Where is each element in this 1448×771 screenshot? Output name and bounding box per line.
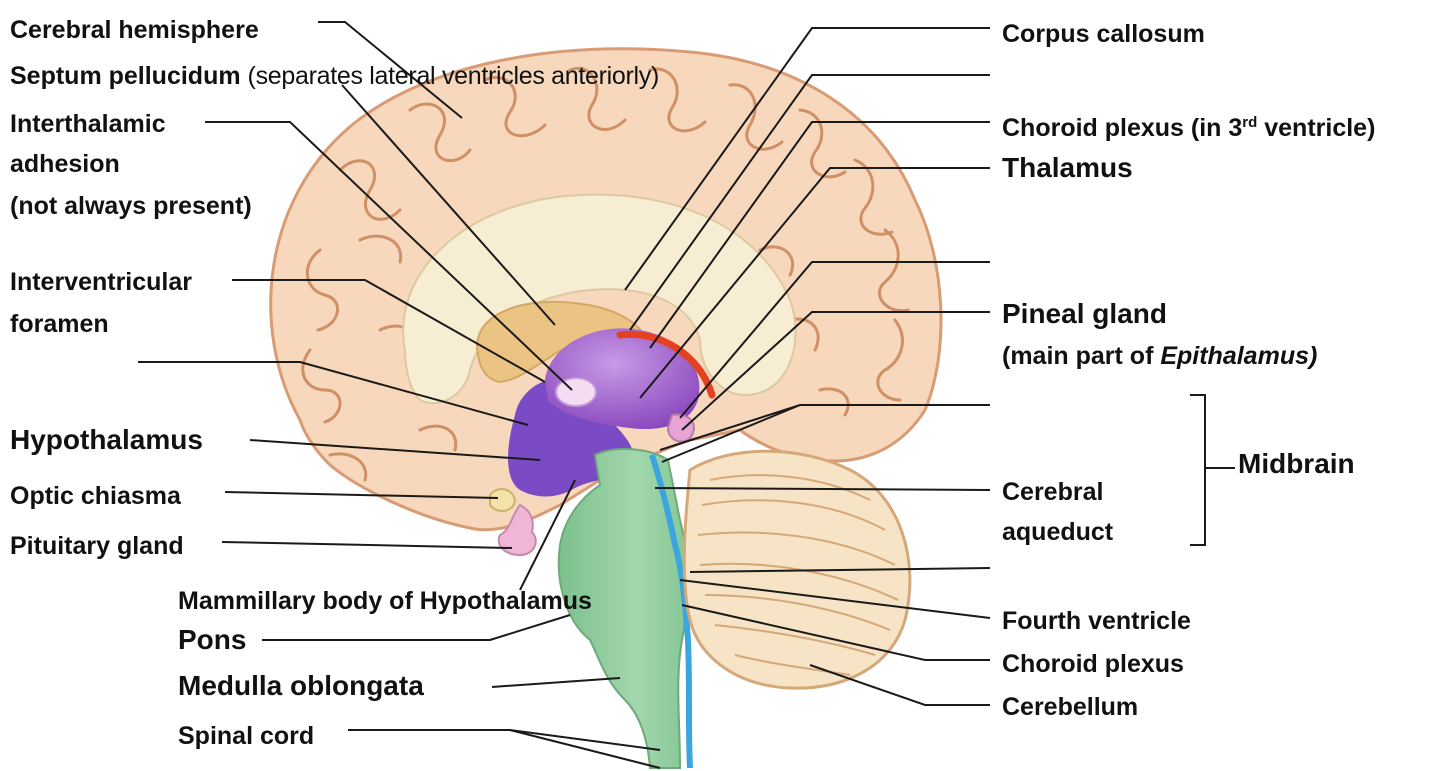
leader-spinal-cord-b [510,730,660,768]
label-interthalamic-line3: (not always present) [10,192,252,220]
pineal-note-italic: Epithalamus [1160,342,1309,370]
label-pineal-note: (main part of Epithalamus) [1002,342,1317,370]
label-corpus-callosum: Corpus callosum [1002,20,1205,48]
choroid-plexus-3rd-text-b: ventricle) [1257,114,1375,142]
label-cerebral-hemisphere: Cerebral hemisphere [10,16,259,44]
label-cerebellum: Cerebellum [1002,693,1138,721]
leader-pons [262,615,570,640]
label-fourth-ventricle: Fourth ventricle [1002,607,1191,635]
optic-chiasma-shape [490,489,515,511]
label-septum-pellucidum: Septum pellucidum (separates lateral ven… [10,62,659,90]
septum-pellucidum-note: (separates lateral ventricles anteriorly… [248,62,659,90]
choroid-plexus-3rd-superscript: rd [1242,114,1257,131]
label-spinal-cord: Spinal cord [178,722,314,750]
interthalamic-adhesion-shape [556,378,596,406]
label-thalamus: Thalamus [1002,152,1133,184]
label-pineal-gland: Pineal gland [1002,298,1167,330]
label-midbrain: Midbrain [1238,448,1355,480]
label-hypothalamus: Hypothalamus [10,424,203,456]
label-interventricular-line1: Interventricular [10,268,192,296]
leader-pituitary-gland [222,542,512,548]
label-pons: Pons [178,624,246,656]
pineal-gland-shape [668,415,694,442]
label-cerebral-aqueduct-line2: aqueduct [1002,518,1113,546]
leader-spinal-cord-a [348,730,660,750]
pineal-note-text-a: (main part of [1002,342,1160,370]
leader-medulla-oblongata [492,678,620,687]
choroid-plexus-3rd-text-a: Choroid plexus (in 3 [1002,114,1242,142]
septum-pellucidum-name: Septum pellucidum [10,62,241,90]
pineal-note-text-b: ) [1309,342,1317,370]
label-medulla-oblongata: Medulla oblongata [178,670,424,702]
midbrain-bracket [1190,395,1205,545]
label-interthalamic-line1: Interthalamic [10,110,166,138]
label-choroid-plexus: Choroid plexus [1002,650,1184,678]
label-interventricular-line2: foramen [10,310,109,338]
label-pituitary-gland: Pituitary gland [10,532,184,560]
label-mammillary-body: Mammillary body of Hypothalamus [178,587,592,615]
label-choroid-plexus-3rd: Choroid plexus (in 3rd ventricle) [1002,114,1375,142]
label-optic-chiasma: Optic chiasma [10,482,181,510]
label-cerebral-aqueduct-line1: Cerebral [1002,478,1103,506]
label-interthalamic-line2: adhesion [10,150,120,178]
